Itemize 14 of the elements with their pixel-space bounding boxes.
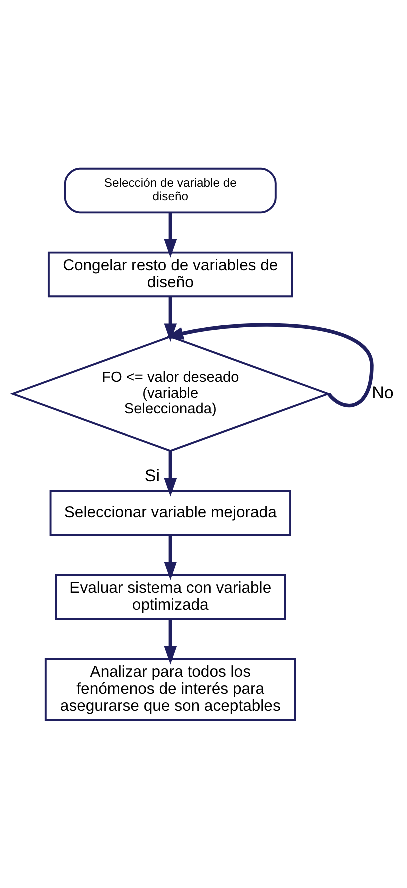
arrow [164,296,178,342]
edge-label: Si [144,466,160,486]
arrow [165,322,374,407]
arrow [164,534,178,580]
node-diamond: FO <= valor deseado (variable Seleccionada) [10,335,332,452]
arrow [164,212,178,258]
arrow [164,618,178,664]
edge-label: No [372,383,394,402]
node-box: Evaluar sistema con variable optimizada [55,574,286,620]
node-box: Seleccionar variable mejorada [50,490,292,536]
node-box: Selección de variable de diseño [64,167,277,214]
arrow [164,450,178,496]
node-box: Analizar para todos los fenómenos de interés para asegurarse que son aceptables [44,658,296,721]
node-box: Congelar resto de variables de diseño [48,251,294,298]
